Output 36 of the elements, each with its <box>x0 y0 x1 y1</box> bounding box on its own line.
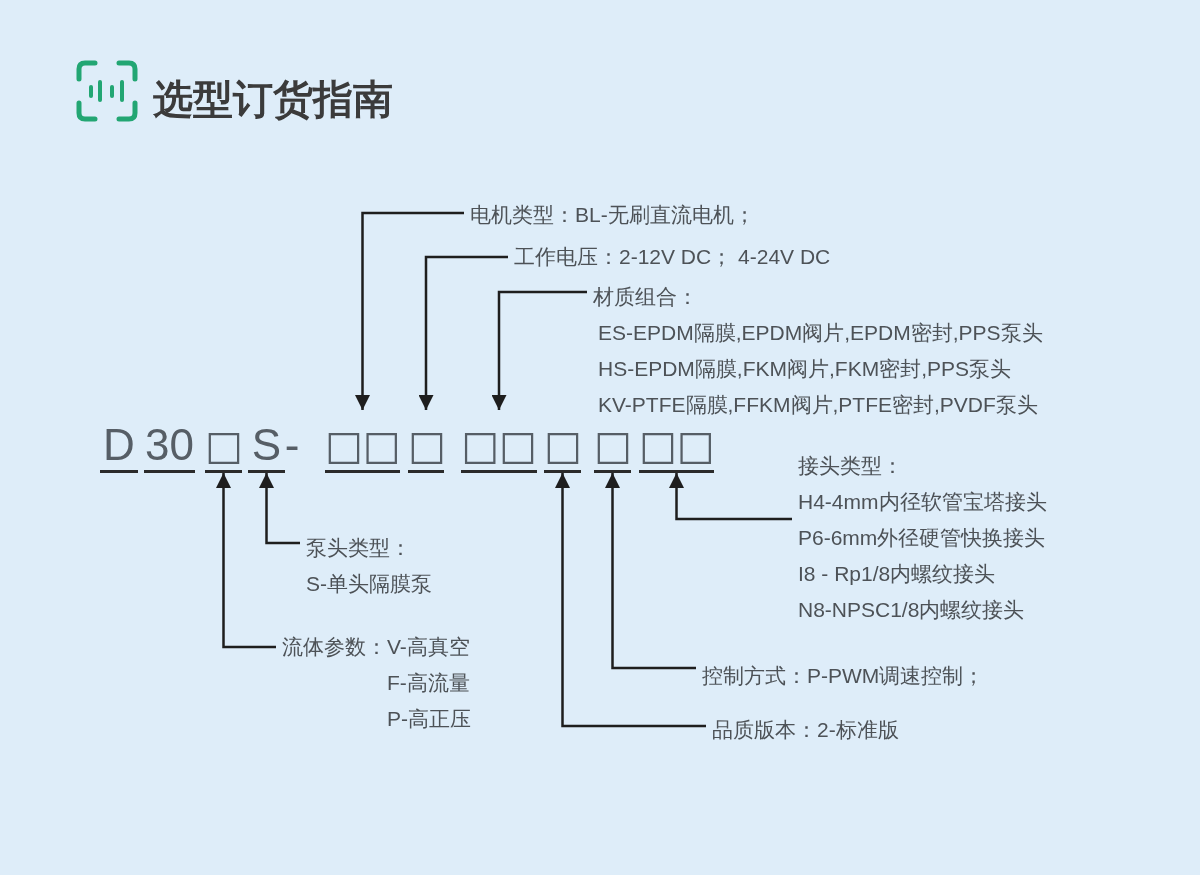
spec-heading: 材质组合： <box>593 284 699 310</box>
leader-arrow <box>418 255 508 410</box>
leader-arrow <box>491 290 587 410</box>
model-code-number: 30 <box>144 410 195 473</box>
leader-arrow <box>669 473 792 521</box>
code-fill-in-field: □□ <box>325 410 400 473</box>
option-text: P-高正压 <box>387 706 471 732</box>
option-text: H4-4mm内径软管宝塔接头 <box>798 489 1047 515</box>
model-code-letter: S <box>248 410 285 473</box>
option-text: ES-EPDM隔膜,EPDM阀片,EPDM密封,PPS泵头 <box>598 320 1043 346</box>
spec-heading: 泵头类型： <box>306 535 412 561</box>
code-fill-in-field: □□ <box>461 410 537 473</box>
leader-arrow <box>259 473 300 545</box>
leader-arrow <box>216 473 276 649</box>
leader-arrow <box>605 473 696 670</box>
code-fill-in-field: □ <box>408 410 444 473</box>
option-text: HS-EPDM隔膜,FKM阀片,FKM密封,PPS泵头 <box>598 356 1013 382</box>
spec-label: 工作电压：2-12V DC； 4-24V DC <box>514 239 831 275</box>
leader-arrow <box>355 211 464 410</box>
option-text: P6-6mm外径硬管快换接头 <box>798 525 1047 551</box>
spec-label: 控制方式：P-PWM调速控制； <box>702 658 985 694</box>
page-title: 选型订货指南 <box>153 76 393 123</box>
model-code-letter: D <box>100 410 138 473</box>
option-text: N8-NPSC1/8内螺纹接头 <box>798 597 1026 623</box>
spec-heading: 接头类型： <box>798 453 904 479</box>
spec-heading: 流体参数： <box>282 634 387 660</box>
code-separator: - <box>284 419 300 470</box>
spec-label: 品质版本：2-标准版 <box>712 712 899 748</box>
option-text: S-单头隔膜泵 <box>306 571 432 597</box>
spec-label: 电机类型：BL-无刷直流电机； <box>470 197 755 233</box>
option-text: V-高真空 <box>387 634 470 660</box>
code-fill-in-field: □ <box>205 410 242 473</box>
option-text: F-高流量 <box>387 670 470 696</box>
code-fill-in-field: □ <box>544 410 581 473</box>
leader-arrow <box>555 473 706 728</box>
option-text: I8 - Rp1/8内螺纹接头 <box>798 561 997 587</box>
